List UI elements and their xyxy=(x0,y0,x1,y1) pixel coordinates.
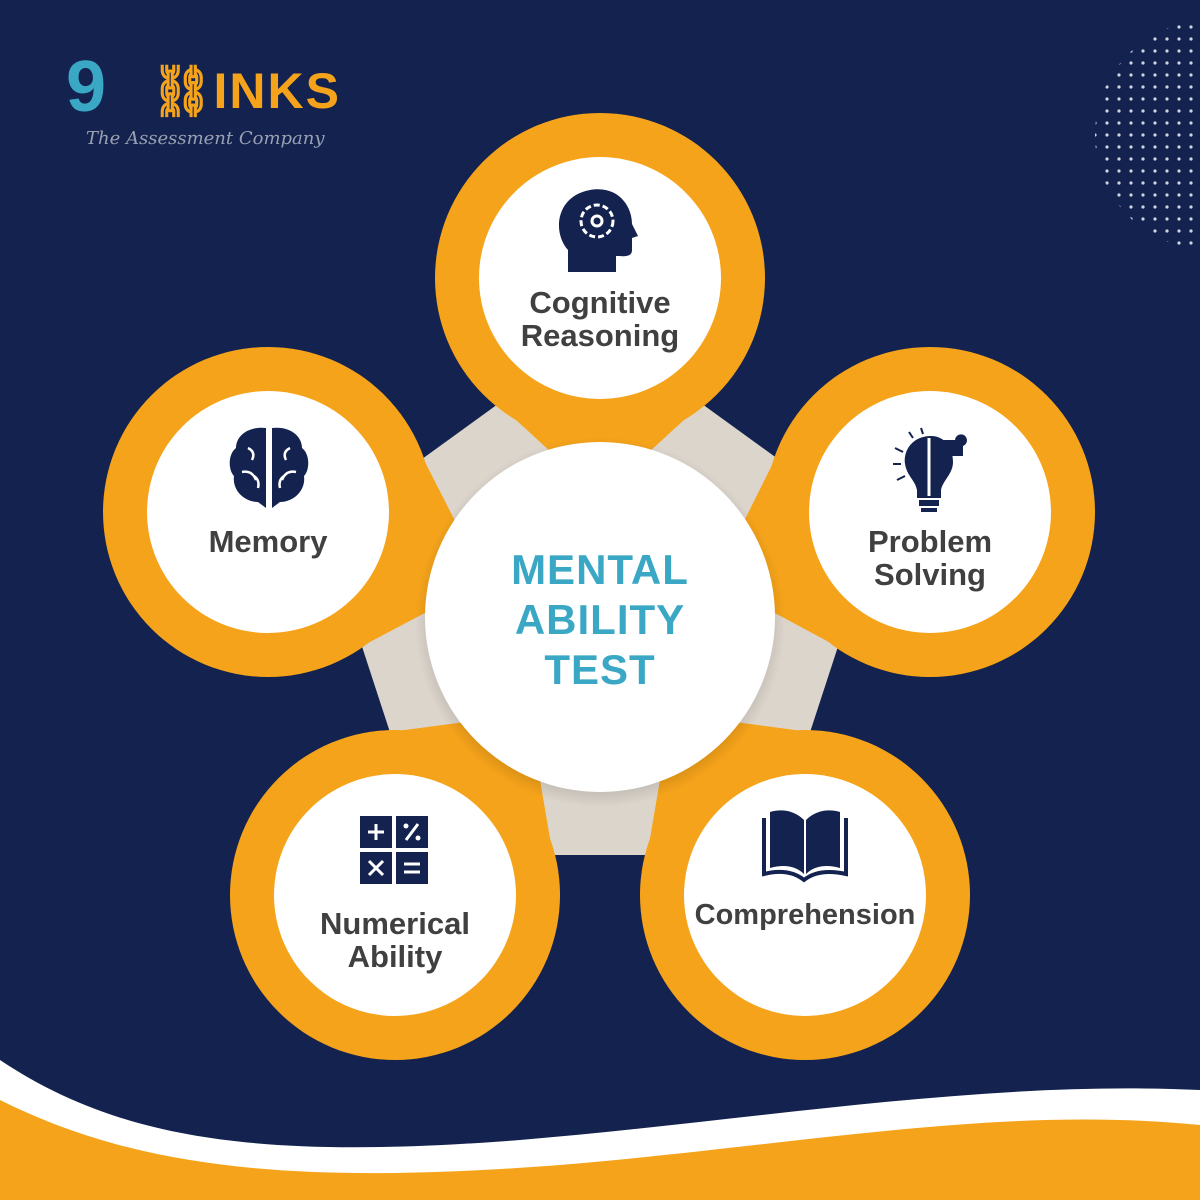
pin-inner xyxy=(684,774,926,1016)
item-label-cognitive-reasoning: Cognitive Reasoning xyxy=(480,286,720,352)
pin-numerical-ability xyxy=(230,713,560,1060)
center-line: TEST xyxy=(544,646,656,693)
center-title: MENTAL ABILITY TEST xyxy=(440,545,760,695)
dot-pattern xyxy=(1095,20,1200,250)
logo-number: 9 xyxy=(66,47,107,127)
pin-inner xyxy=(479,157,721,399)
bottom-wave-orange xyxy=(0,1100,1200,1200)
center-line: MENTAL xyxy=(511,546,689,593)
item-label-numerical-ability: Numerical Ability xyxy=(275,907,515,973)
label-line: Ability xyxy=(347,939,443,974)
pin-inner xyxy=(147,391,389,633)
label-line: Reasoning xyxy=(520,318,680,353)
item-label-memory: Memory xyxy=(148,525,388,558)
label-line: Solving xyxy=(874,557,986,592)
head-gear-icon xyxy=(558,189,638,272)
open-book-icon xyxy=(762,810,848,883)
center-circle xyxy=(425,442,775,792)
brain-icon xyxy=(229,427,309,508)
item-label-comprehension: Comprehension xyxy=(675,899,935,932)
center-line: ABILITY xyxy=(514,596,686,643)
label-line: Problem xyxy=(867,524,993,559)
label-line: Comprehension xyxy=(694,899,916,931)
pin-comprehension xyxy=(640,713,970,1060)
pin-inner xyxy=(274,774,516,1016)
item-label-problem-solving: Problem Solving xyxy=(810,525,1050,591)
logo-tagline: The Assessment Company xyxy=(86,128,325,149)
logo-word: ⛓INKS xyxy=(150,63,341,119)
pin-cognitive-reasoning xyxy=(435,113,765,497)
calculator-icon xyxy=(360,816,428,884)
lightbulb-puzzle-icon xyxy=(893,427,967,512)
pin-memory xyxy=(103,347,486,677)
logo-word-text: INKS xyxy=(213,63,341,119)
label-line: Memory xyxy=(208,524,328,559)
label-line: Cognitive xyxy=(529,285,671,320)
label-line: Numerical xyxy=(320,906,470,941)
